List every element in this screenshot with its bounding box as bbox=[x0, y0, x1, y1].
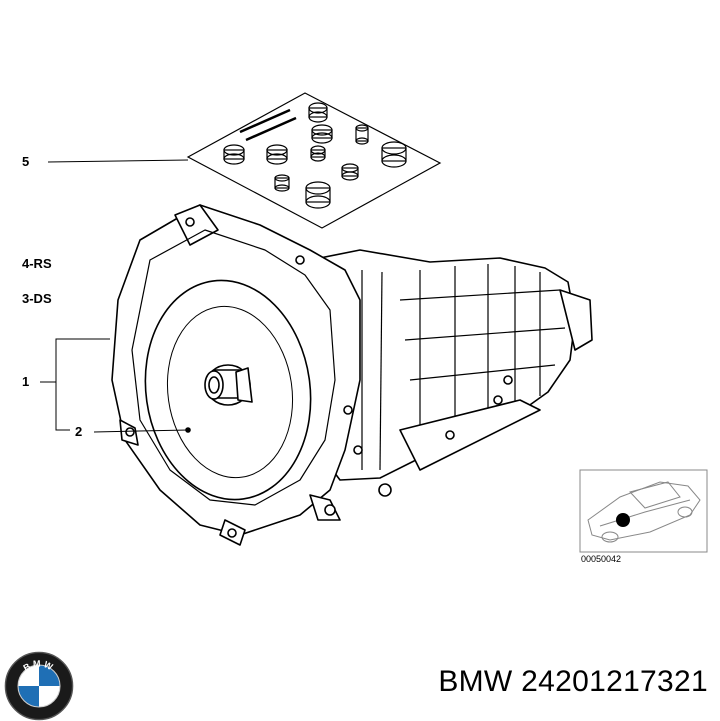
callout-4-rs: 4-RS bbox=[22, 256, 52, 271]
input-shaft bbox=[204, 364, 253, 406]
bmw-logo-letters: BMW bbox=[22, 658, 55, 673]
callout-5: 5 bbox=[22, 154, 30, 169]
plug-parts bbox=[223, 102, 407, 209]
vehicle-locator-inset bbox=[579, 469, 708, 553]
bmw-roundel-icon: BMW bbox=[4, 651, 74, 721]
mounting-ears bbox=[119, 204, 363, 546]
seal-kit-panel bbox=[186, 92, 442, 229]
part-number-label: BMW 24201217321 bbox=[438, 665, 708, 698]
callout-leaders bbox=[40, 159, 189, 433]
svg-text:BMW: BMW bbox=[22, 658, 57, 673]
callout-2: 2 bbox=[75, 424, 83, 439]
transmission-housing bbox=[111, 204, 593, 546]
callout-1: 1 bbox=[22, 374, 30, 389]
inset-reference-number: 00050042 bbox=[581, 554, 622, 564]
callout-3-ds: 3-DS bbox=[22, 291, 52, 306]
location-marker bbox=[616, 513, 630, 527]
